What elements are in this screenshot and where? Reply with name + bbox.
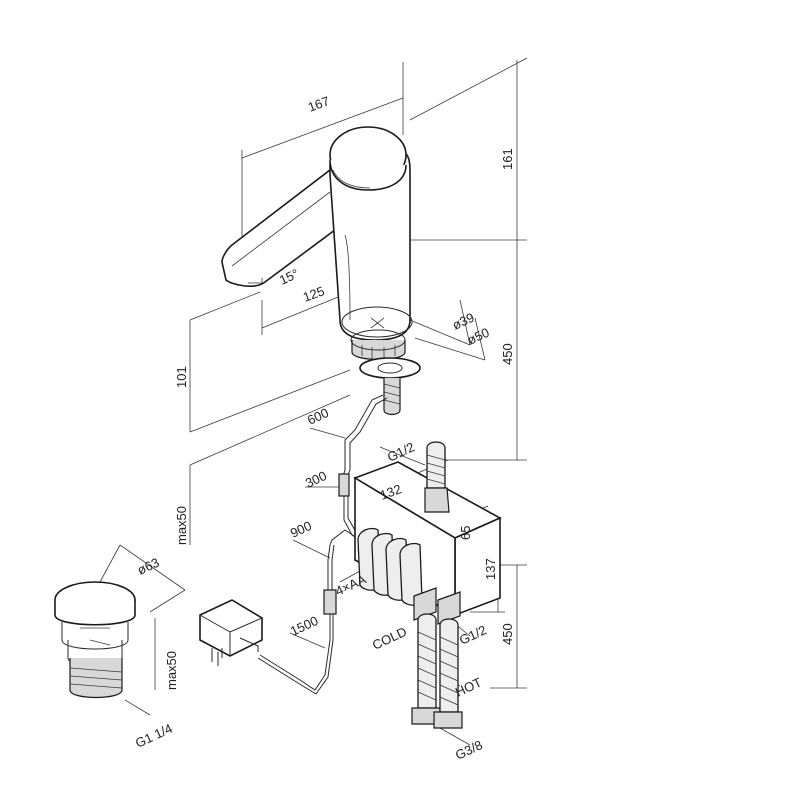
label-dia-39: ø39 [450,310,477,333]
label-125: 125 [301,283,327,305]
label-161: 161 [500,148,515,170]
label-dia-50: ø50 [465,325,492,348]
battery-pack [357,527,423,606]
label-g38: G3/8 [453,737,485,763]
label-waste-max50: max50 [164,651,179,690]
cables [257,394,388,695]
label-450-top: 450 [500,343,515,365]
power-adapter [199,599,263,666]
label-4xaa: 4×AA [333,571,369,598]
waste-drain [54,581,136,699]
label-waste-thread: G1 1/4 [133,721,175,751]
label-max50-deck: max50 [174,506,189,545]
label-1500: 1500 [288,613,321,639]
faucet-body [221,126,421,416]
label-167: 167 [306,93,332,115]
label-g12-top: G1/2 [385,439,417,465]
label-cold: COLD [370,624,409,653]
label-101: 101 [174,366,189,388]
label-600: 600 [305,405,331,428]
label-450-bottom: 450 [500,623,515,645]
label-65: 65 [458,526,473,540]
waste-dimension-lines [99,544,186,716]
label-132: 132 [378,481,404,503]
label-g12-bottom: G1/2 [457,622,489,648]
control-box [353,441,502,617]
supply-hoses [411,587,463,729]
label-900: 900 [288,518,314,541]
label-137: 137 [483,558,498,580]
